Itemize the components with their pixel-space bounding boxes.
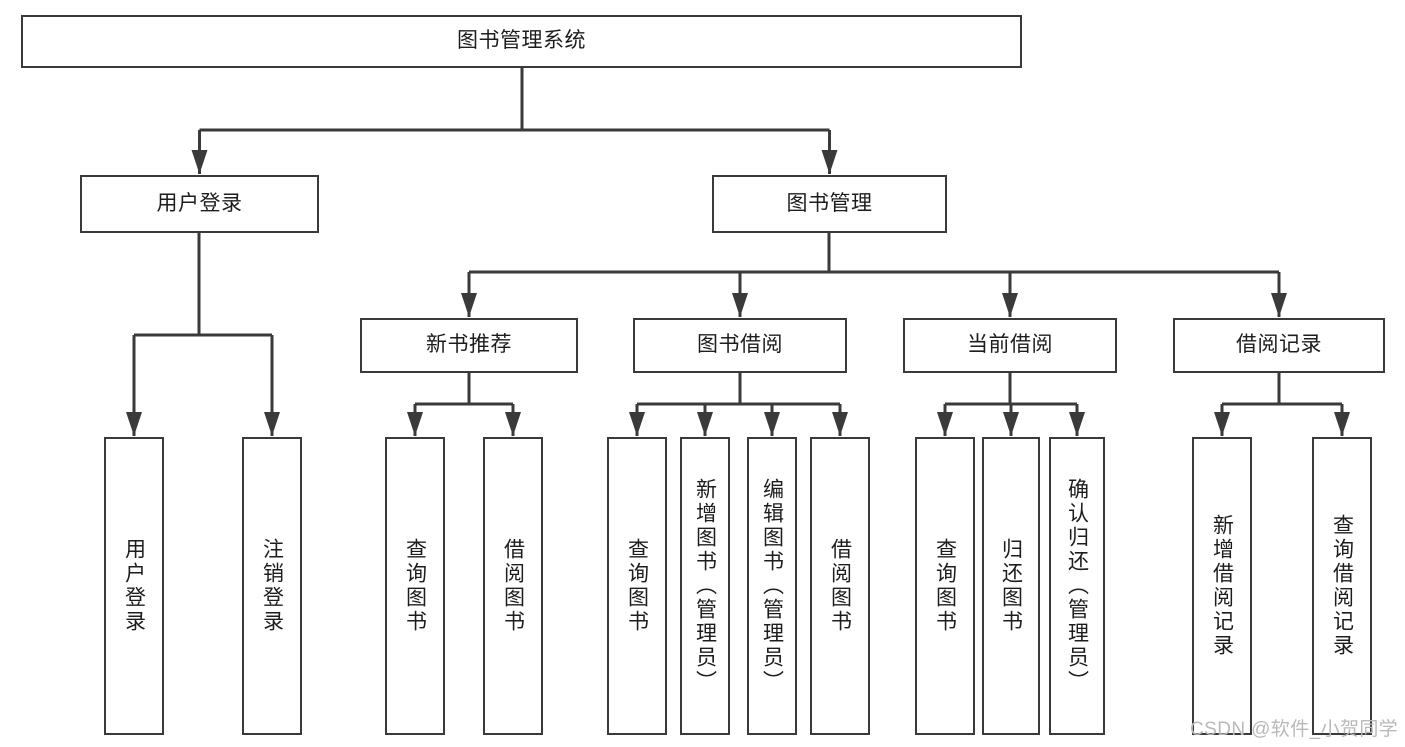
leaf-query-book-recommend[interactable]: 查询图书 [385, 437, 445, 735]
node-current-borrow[interactable]: 当前借阅 [903, 318, 1117, 373]
leaf-query-book-borrow-label: 查询图书 [625, 538, 649, 634]
leaf-borrow-book-recommend-label: 借阅图书 [501, 538, 525, 634]
leaf-edit-book-label: 编辑图书（管理员） [760, 478, 784, 694]
node-book-borrow[interactable]: 图书借阅 [633, 318, 847, 373]
node-book-manage[interactable]: 图书管理 [712, 175, 947, 233]
node-book-borrow-label: 图书借阅 [697, 333, 783, 357]
leaf-add-book-label: 新增图书（管理员） [693, 478, 717, 694]
leaf-query-borrow-record[interactable]: 查询借阅记录 [1312, 437, 1372, 735]
node-borrow-record[interactable]: 借阅记录 [1173, 318, 1385, 373]
leaf-logout[interactable]: 注销登录 [242, 437, 302, 735]
node-user-login-label: 用户登录 [156, 191, 243, 215]
leaf-add-borrow-record[interactable]: 新增借阅记录 [1192, 437, 1252, 735]
node-user-login[interactable]: 用户登录 [80, 175, 319, 233]
node-root[interactable]: 图书管理系统 [21, 15, 1022, 68]
leaf-add-borrow-record-label: 新增借阅记录 [1210, 514, 1234, 658]
leaf-return-book-label: 归还图书 [999, 538, 1023, 634]
leaf-query-borrow-record-label: 查询借阅记录 [1330, 514, 1354, 658]
leaf-user-login[interactable]: 用户登录 [104, 437, 164, 735]
leaf-edit-book[interactable]: 编辑图书（管理员） [747, 437, 797, 735]
leaf-borrow-book-label: 借阅图书 [828, 538, 852, 634]
leaf-borrow-book-recommend[interactable]: 借阅图书 [483, 437, 543, 735]
node-root-label: 图书管理系统 [457, 29, 586, 53]
leaf-logout-label: 注销登录 [260, 538, 284, 634]
leaf-query-book-borrow[interactable]: 查询图书 [607, 437, 667, 735]
node-current-borrow-label: 当前借阅 [967, 333, 1053, 357]
leaf-query-book-recommend-label: 查询图书 [403, 538, 427, 634]
leaf-return-book[interactable]: 归还图书 [982, 437, 1040, 735]
leaf-query-book-current[interactable]: 查询图书 [915, 437, 975, 735]
node-new-book-recommend[interactable]: 新书推荐 [360, 318, 578, 373]
leaf-query-book-current-label: 查询图书 [933, 538, 957, 634]
leaf-borrow-book[interactable]: 借阅图书 [810, 437, 870, 735]
leaf-add-book[interactable]: 新增图书（管理员） [680, 437, 730, 735]
leaf-confirm-return[interactable]: 确认归还（管理员） [1049, 437, 1105, 735]
leaf-confirm-return-label: 确认归还（管理员） [1065, 478, 1089, 694]
node-book-manage-label: 图书管理 [786, 191, 873, 215]
leaf-user-login-label: 用户登录 [122, 538, 146, 634]
node-borrow-record-label: 借阅记录 [1236, 333, 1322, 357]
node-new-book-recommend-label: 新书推荐 [426, 333, 512, 357]
